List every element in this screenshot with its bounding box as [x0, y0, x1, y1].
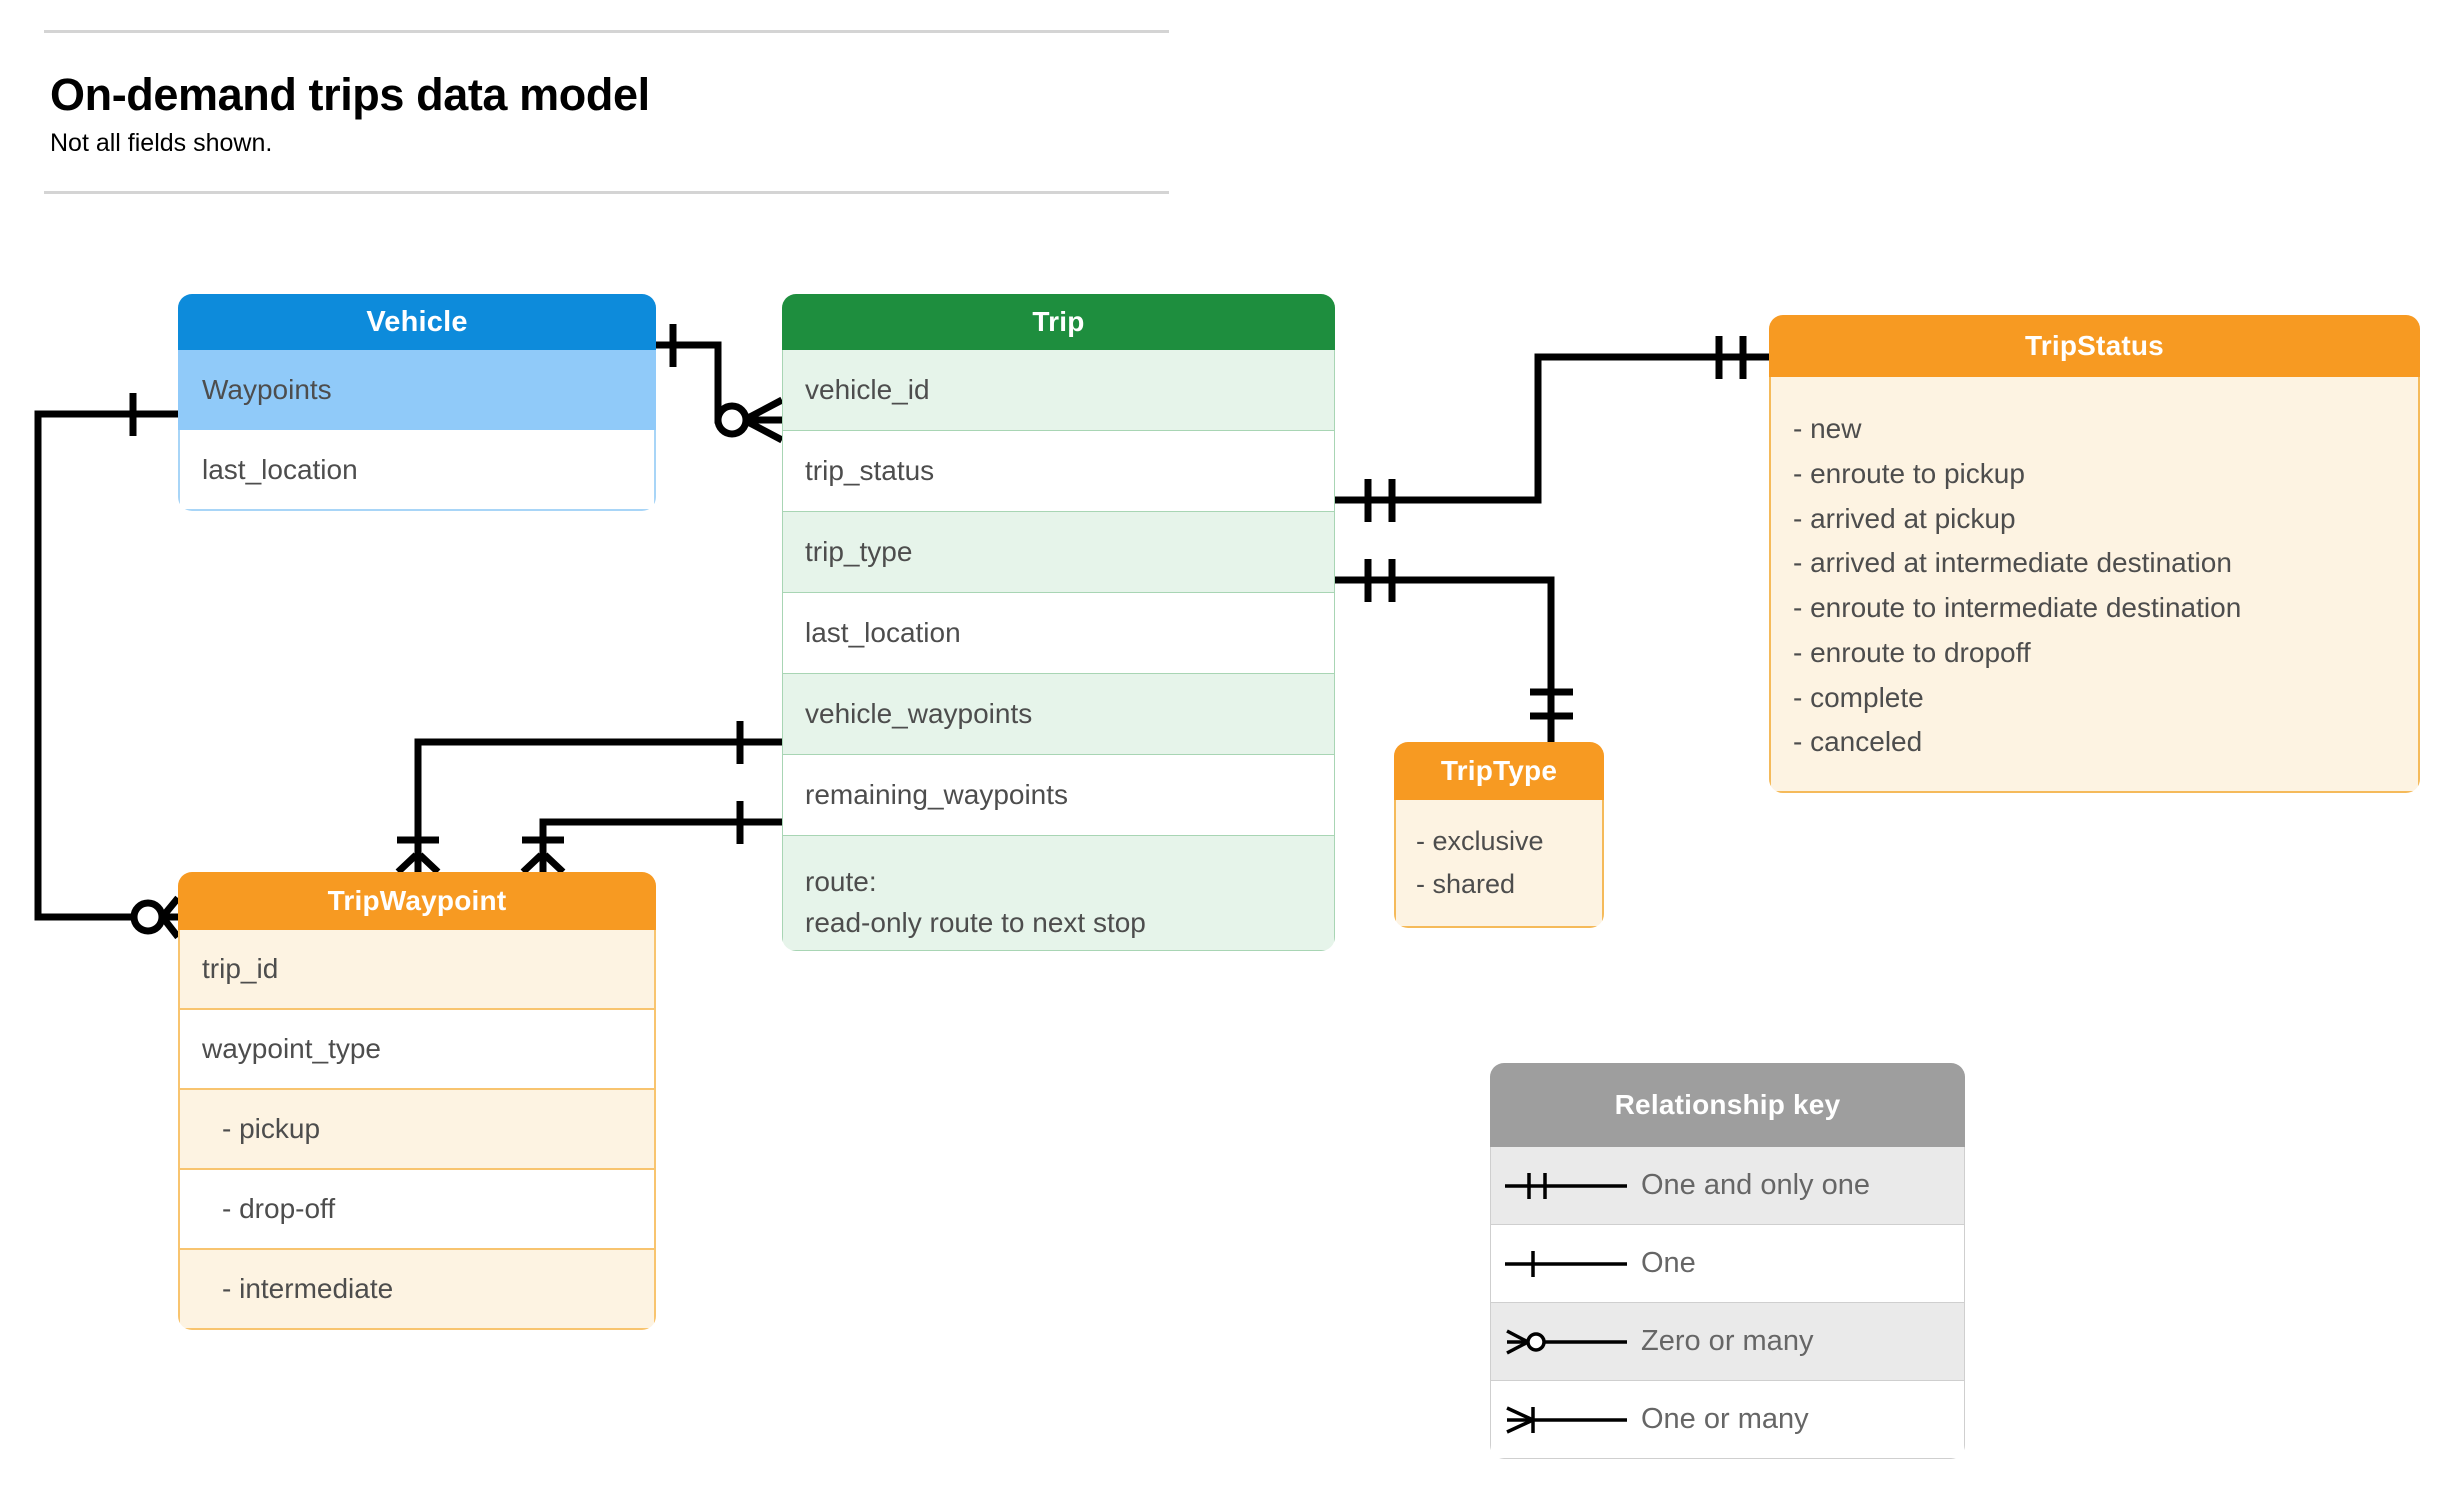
zero-or-many-icon	[1491, 1322, 1641, 1362]
waypoint-type-value-intermediate: - intermediate	[178, 1250, 656, 1330]
trip-type-value: - exclusive	[1416, 826, 1544, 856]
field-trip-vehicle-id[interactable]: vehicle_id	[782, 350, 1335, 431]
relationship-key-legend[interactable]: Relationship key One and only one	[1490, 1063, 1965, 1459]
legend-label: One and only one	[1641, 1169, 1870, 1201]
entity-trip[interactable]: Trip vehicle_id trip_status trip_type la…	[782, 294, 1335, 951]
header-rule-bottom	[44, 191, 1169, 194]
trip-status-value: - canceled	[1793, 726, 1923, 758]
wire-vehicle-waypoints-tripwaypoint	[34, 410, 178, 921]
legend-row-one-and-only-one: One and only one	[1490, 1147, 1965, 1225]
field-trip-remaining-waypoints[interactable]: remaining_waypoints	[782, 755, 1335, 836]
legend-title: Relationship key	[1490, 1063, 1965, 1147]
page-subtitle: Not all fields shown.	[50, 129, 273, 157]
trip-status-value: - enroute to intermediate destination	[1793, 592, 2242, 623]
one-and-only-one-icon	[1491, 1166, 1641, 1206]
legend-row-zero-or-many: Zero or many	[1490, 1303, 1965, 1381]
trip-status-value: - enroute to pickup	[1793, 457, 2025, 489]
field-trip-route[interactable]: route: read-only route to next stop	[782, 836, 1335, 951]
trip-status-value: - arrived at intermediate destination	[1793, 547, 2232, 579]
field-vehicle-last-location[interactable]: last_location	[178, 430, 656, 511]
waypoint-type-value-pickup: - pickup	[178, 1090, 656, 1170]
wire-triptype	[1335, 576, 1555, 742]
one-icon	[1491, 1244, 1641, 1284]
field-vehicle-waypoints[interactable]: Waypoints	[178, 350, 656, 430]
field-trip-trip-type[interactable]: trip_type	[782, 512, 1335, 593]
legend-label: Zero or many	[1641, 1325, 1814, 1357]
wire-remaining-waypoints	[539, 818, 782, 853]
trip-status-value: - complete	[1793, 681, 1924, 713]
waypoint-type-value-dropoff: - drop-off	[178, 1170, 656, 1250]
legend-row-one-or-many: One or many	[1490, 1381, 1965, 1459]
entity-vehicle-title: Vehicle	[178, 294, 656, 350]
trip-status-value: - enroute to dropoff	[1793, 636, 2031, 668]
field-trip-last-location[interactable]: last_location	[782, 593, 1335, 674]
entity-trip-waypoint[interactable]: TripWaypoint trip_id waypoint_type - pic…	[178, 872, 656, 1330]
field-trip-route-line2: read-only route to next stop	[805, 906, 1146, 938]
trip-type-value: - shared	[1416, 868, 1516, 899]
field-tripwaypoint-trip-id[interactable]: trip_id	[178, 930, 656, 1010]
one-or-many-icon	[1491, 1400, 1641, 1440]
trip-status-value: - new	[1793, 413, 1862, 444]
entity-trip-type-title: TripType	[1394, 742, 1604, 800]
entity-trip-type-values: - exclusive - shared	[1394, 800, 1604, 928]
field-trip-trip-status[interactable]: trip_status	[782, 431, 1335, 512]
legend-row-one: One	[1490, 1225, 1965, 1303]
legend-label: One or many	[1641, 1403, 1809, 1435]
entity-trip-title: Trip	[782, 294, 1335, 350]
wire-vehicle-waypoints	[414, 738, 782, 853]
wire-tripstatus	[1335, 353, 1769, 504]
wire-vehicle-trip	[656, 341, 740, 424]
page-title: On-demand trips data model	[50, 69, 650, 120]
field-trip-route-line1: route:	[805, 866, 877, 897]
field-trip-vehicle-waypoints[interactable]: vehicle_waypoints	[782, 674, 1335, 755]
header-rule-top	[44, 30, 1169, 33]
trip-status-value: - arrived at pickup	[1793, 502, 2016, 534]
entity-trip-status[interactable]: TripStatus - new - enroute to pickup - a…	[1769, 315, 2420, 793]
field-tripwaypoint-waypoint-type[interactable]: waypoint_type	[178, 1010, 656, 1090]
entity-trip-status-title: TripStatus	[1769, 315, 2420, 377]
entity-trip-waypoint-title: TripWaypoint	[178, 872, 656, 930]
entity-vehicle[interactable]: Vehicle Waypoints last_location	[178, 294, 656, 511]
entity-trip-type[interactable]: TripType - exclusive - shared	[1394, 742, 1604, 928]
legend-label: One	[1641, 1247, 1696, 1279]
document-header: On-demand trips data model Not all field…	[44, 30, 1169, 194]
entity-trip-status-values: - new - enroute to pickup - arrived at p…	[1769, 377, 2420, 793]
